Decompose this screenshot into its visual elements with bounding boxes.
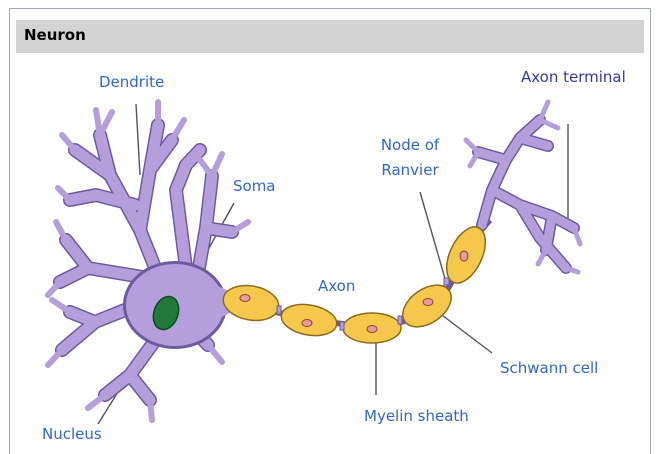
schwann-nucleus-3 xyxy=(367,326,377,333)
node-of-ranvier-1 xyxy=(277,306,281,314)
label-node-of-ranvier-line1: Node of xyxy=(374,136,446,154)
label-node-of-ranvier[interactable]: Node of Ranvier xyxy=(374,136,446,179)
label-soma[interactable]: Soma xyxy=(233,177,276,195)
label-nucleus[interactable]: Nucleus xyxy=(42,425,102,443)
label-myelin-sheath[interactable]: Myelin sheath xyxy=(364,407,469,425)
label-dendrite[interactable]: Dendrite xyxy=(99,73,164,91)
label-axon[interactable]: Axon xyxy=(318,277,355,295)
myelin-segment-1 xyxy=(220,281,281,324)
label-axon-terminal[interactable]: Axon terminal xyxy=(521,68,626,86)
node-of-ranvier-2 xyxy=(340,322,344,330)
node-of-ranvier-4 xyxy=(444,278,449,285)
label-schwann-cell[interactable]: Schwann cell xyxy=(500,359,598,377)
node-of-ranvier-3 xyxy=(398,316,402,324)
schwann-nucleus-5 xyxy=(460,251,468,261)
myelin-sheath-segments xyxy=(220,221,493,343)
dendrite-leader xyxy=(136,104,140,175)
schwann-nucleus-2 xyxy=(302,320,312,327)
node-of-ranvier-leader xyxy=(420,192,446,282)
schwann-nucleus-1 xyxy=(240,295,250,302)
label-node-of-ranvier-line2: Ranvier xyxy=(374,161,446,179)
schwann-nucleus-4 xyxy=(423,299,433,306)
